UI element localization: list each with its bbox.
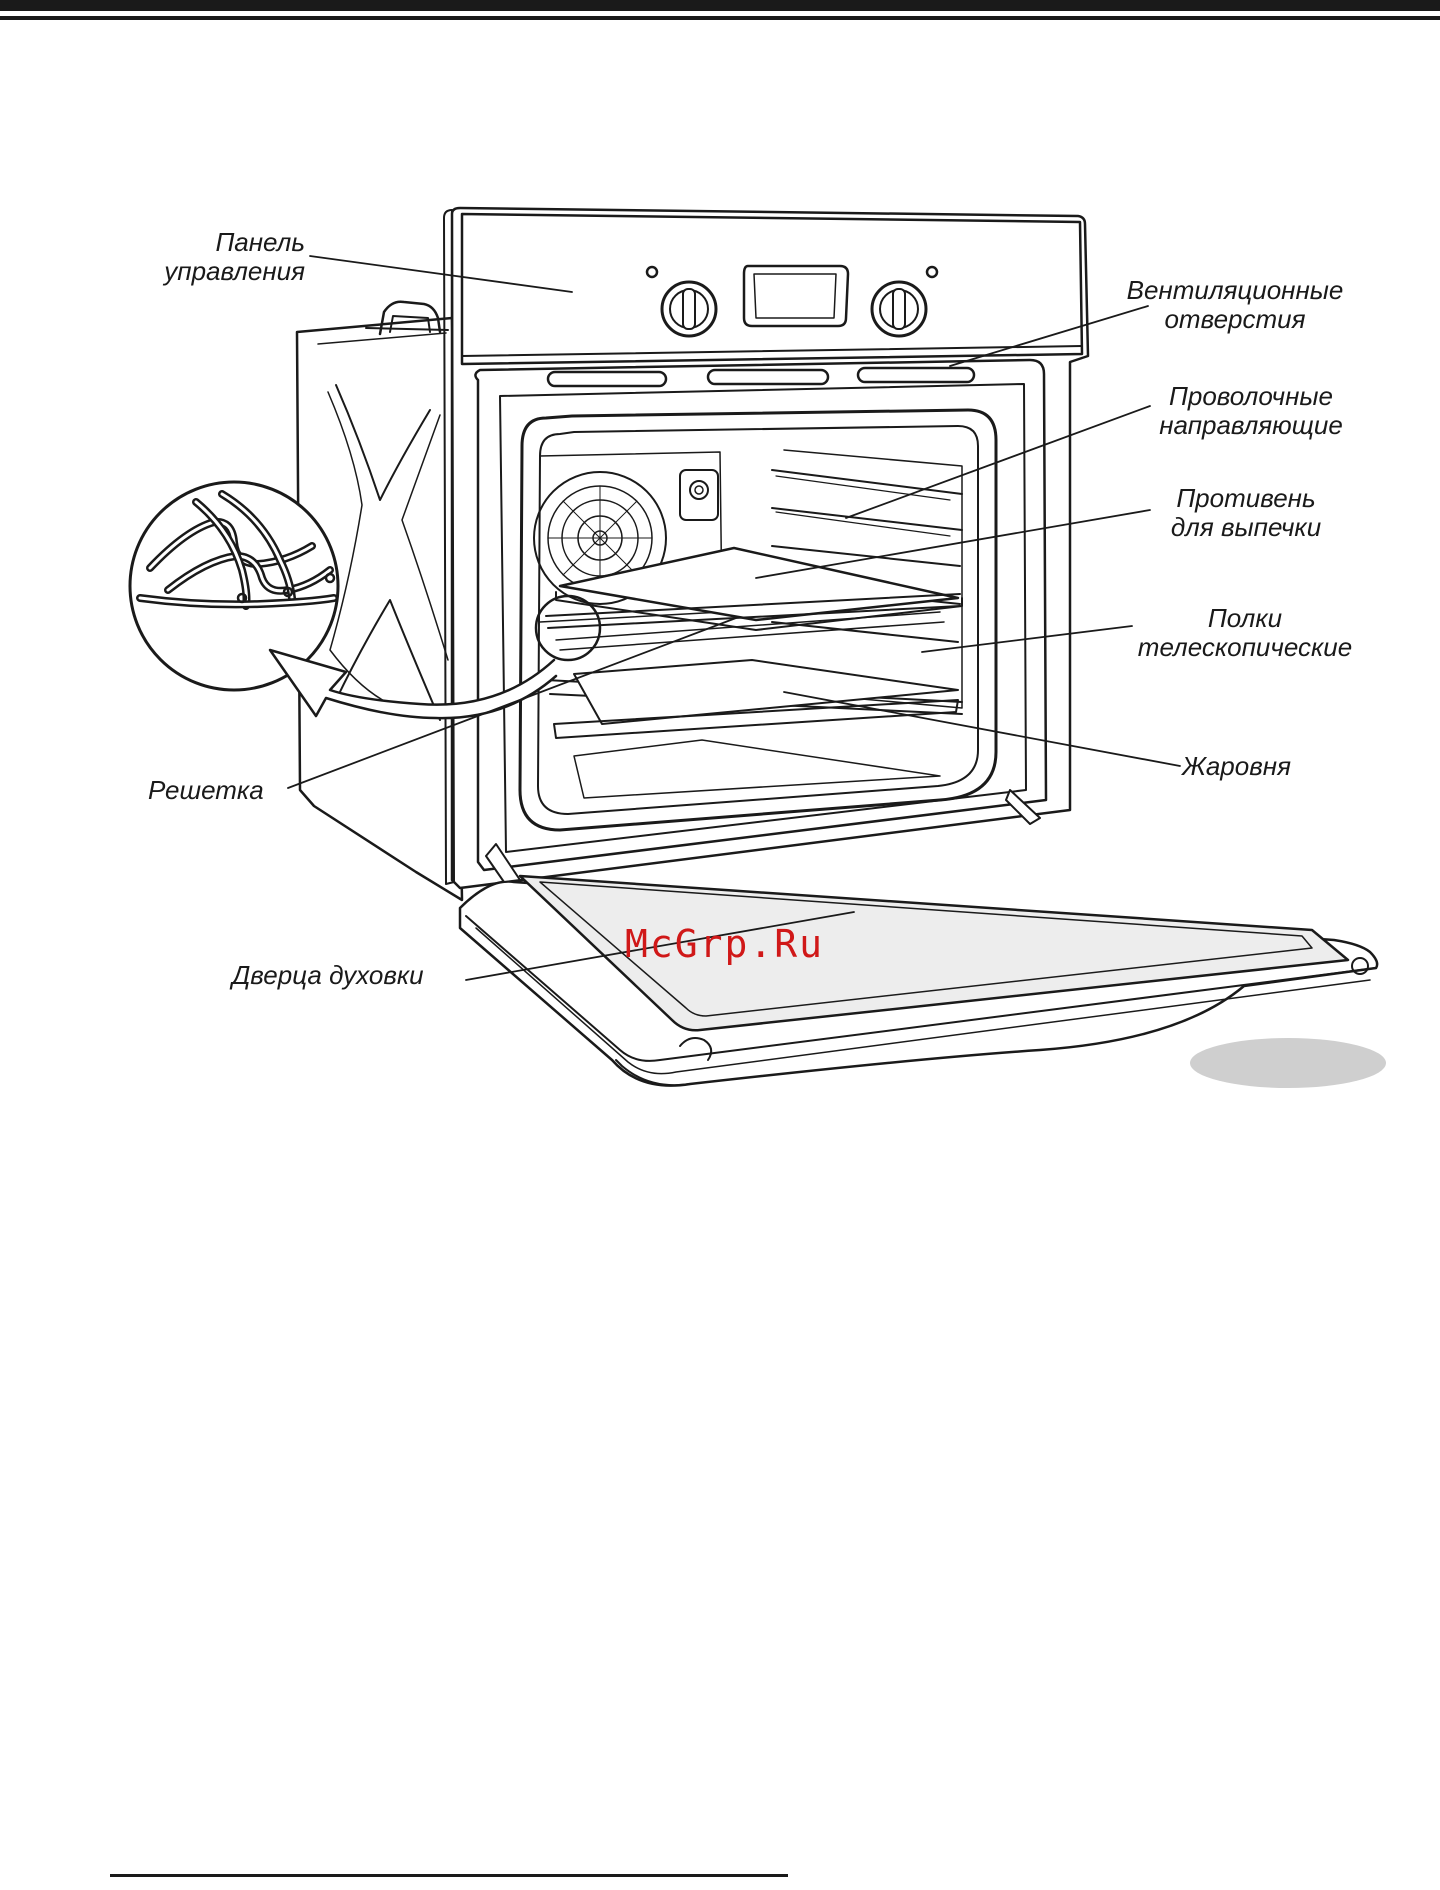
label-control-panel: Панель управления (140, 228, 305, 286)
label-grill-rack: Решетка (148, 776, 264, 805)
watermark: McGrp.Ru (625, 922, 824, 966)
label-roasting-pan: Жаровня (1182, 752, 1291, 781)
footer-rule (110, 1874, 788, 1877)
label-vents: Вентиляционные отверстия (1112, 276, 1358, 334)
label-baking-tray: Противень для выпечки (1148, 484, 1344, 542)
page-badge (1190, 1038, 1386, 1088)
label-oven-door: Дверца духовки (232, 961, 424, 990)
label-telescopic-shelves: Полки телескопические (1118, 604, 1372, 662)
label-wire-guides: Проволочные направляющие (1138, 382, 1364, 440)
